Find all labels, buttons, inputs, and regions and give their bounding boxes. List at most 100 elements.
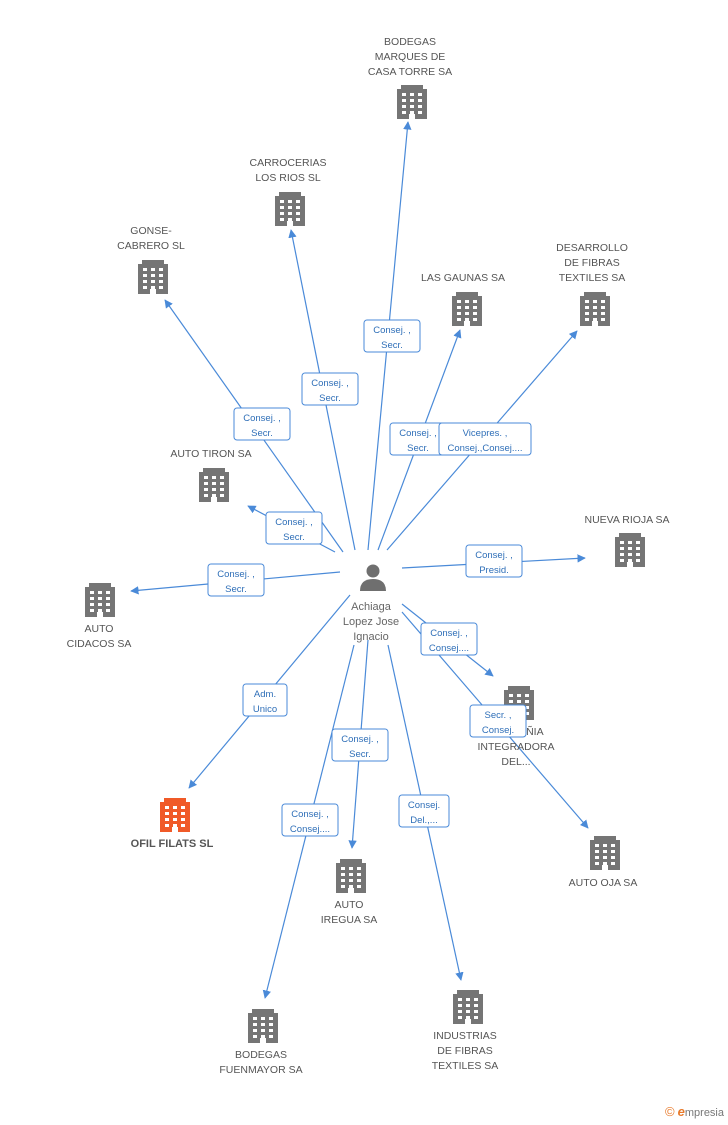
company-node-nueva-rioja[interactable]: NUEVA RIOJA SA	[585, 514, 670, 567]
company-name-line: DE FIBRAS	[437, 1045, 492, 1057]
building-icon	[580, 292, 610, 326]
role-label-bodegas-fuenmayor[interactable]: Consej. , Consej....	[281, 803, 339, 837]
role-text-line: Consej. ,	[373, 325, 411, 336]
role-text-line: Secr.	[283, 532, 305, 543]
role-text-line: Consej. ,	[311, 378, 349, 389]
company-name-line: BODEGAS	[384, 36, 436, 48]
role-text-line: Secr. ,	[485, 710, 512, 721]
company-node-ofil-filats[interactable]: OFIL FILATS SL	[131, 798, 214, 850]
role-label-ofil-filats[interactable]: Adm. Unico	[242, 683, 288, 717]
role-text-line: Consej. ,	[243, 413, 281, 424]
role-label-auto-tiron[interactable]: Consej. , Secr.	[265, 511, 323, 545]
company-node-bodegas-fuenmayor[interactable]: BODEGAS FUENMAYOR SA	[219, 1009, 303, 1076]
role-text-line: Secr.	[349, 749, 371, 760]
company-name-line: MARQUES DE	[375, 51, 446, 63]
building-icon	[453, 990, 483, 1024]
copyright-symbol: ©	[664, 1104, 675, 1119]
company-name-line: LAS GAUNAS SA	[421, 272, 505, 284]
center-person-node[interactable]: Achiaga Lopez Jose Ignacio	[343, 564, 399, 644]
role-label-auto-iregua[interactable]: Consej. , Secr.	[331, 728, 389, 762]
company-name-line: AUTO	[85, 623, 114, 635]
company-node-bodegas-marques[interactable]: BODEGAS MARQUES DE CASA TORRE SA	[368, 36, 452, 119]
brand-watermark: © empresia	[665, 1104, 724, 1119]
company-name-line: BODEGAS	[235, 1049, 287, 1061]
role-text-line: Adm.	[254, 689, 276, 700]
role-label-auto-oja[interactable]: Secr. , Consej.	[469, 704, 527, 738]
building-icon	[85, 583, 115, 617]
building-icon	[138, 260, 168, 294]
center-name-line-2: Lopez Jose	[343, 616, 399, 628]
company-name-line: GONSE-	[130, 225, 172, 237]
company-name-line: AUTO OJA SA	[569, 877, 638, 889]
company-name-line: CIDACOS SA	[67, 638, 132, 650]
role-text-line: Consej. ,	[275, 517, 313, 528]
brand-initial: e	[677, 1104, 685, 1119]
role-text-line: Consej.,Consej....	[448, 443, 523, 454]
company-name-line: DESARROLLO	[556, 242, 628, 254]
building-icon	[275, 192, 305, 226]
role-label-las-gaunas[interactable]: Consej. , Secr.	[389, 422, 447, 456]
company-name-line: DE FIBRAS	[564, 257, 619, 269]
building-icon	[590, 836, 620, 870]
company-node-gonse-cabrero[interactable]: GONSE-CABRERO SL	[117, 225, 185, 294]
building-icon	[397, 85, 427, 119]
role-text-line: Vicepres. ,	[463, 428, 508, 439]
person-icon	[360, 564, 386, 591]
role-text-line: Consej. ,	[341, 734, 379, 745]
company-name-line: NUEVA RIOJA SA	[585, 514, 670, 526]
role-label-carrocerias[interactable]: Consej. , Secr.	[301, 372, 359, 406]
company-node-desarrollo-fibras[interactable]: DESARROLLO DE FIBRAS TEXTILES SA	[556, 242, 628, 326]
company-node-auto-oja[interactable]: AUTO OJA SA	[569, 836, 638, 889]
building-icon	[615, 533, 645, 567]
role-text-line: Consej. ,	[291, 809, 329, 820]
company-node-auto-cidacos[interactable]: AUTO CIDACOS SA	[67, 583, 132, 650]
company-name-line: INDUSTRIAS	[433, 1030, 497, 1042]
role-text-line: Presid.	[479, 565, 509, 576]
role-text-line: Consej. ,	[399, 428, 437, 439]
role-label-nueva-rioja[interactable]: Consej. ,Presid.	[465, 544, 523, 578]
company-node-carrocerias[interactable]: CARROCERIAS LOS RIOS SL	[249, 157, 327, 226]
building-icon	[160, 798, 190, 832]
building-icon	[336, 859, 366, 893]
role-text-line: Del.,...	[410, 815, 437, 826]
role-text-line: Consej. ,	[430, 628, 468, 639]
company-name-line: TEXTILES SA	[559, 272, 626, 284]
role-label-compania-integradora[interactable]: Consej. , Consej....	[420, 622, 478, 656]
company-name-line: IREGUA SA	[321, 914, 378, 926]
role-label-auto-cidacos[interactable]: Consej. , Secr.	[207, 563, 265, 597]
nodes-layer: BODEGAS MARQUES DE CASA TORRE SA CARROCERIA…	[67, 36, 670, 1076]
company-node-industrias-fibras[interactable]: INDUSTRIAS DE FIBRAS TEXTILES SA	[432, 990, 499, 1072]
role-text-line: Secr.	[407, 443, 429, 454]
company-name-line: AUTO	[335, 899, 364, 911]
role-label-gonse-cabrero[interactable]: Consej. , Secr.	[233, 407, 291, 441]
company-node-las-gaunas[interactable]: LAS GAUNAS SA	[421, 272, 505, 326]
role-text-line: Secr.	[225, 584, 247, 595]
role-label-bodegas-marques[interactable]: Consej. ,Secr.	[363, 319, 421, 353]
company-name-line: DEL...	[501, 756, 530, 768]
company-name-line: INTEGRADORA	[477, 741, 554, 753]
role-text-line: Secr.	[319, 393, 341, 404]
role-text-line: Consej....	[290, 824, 330, 835]
company-node-auto-iregua[interactable]: AUTO IREGUA SA	[321, 859, 378, 926]
role-text-line: Consej. ,	[217, 569, 255, 580]
company-name-line: TEXTILES SA	[432, 1060, 499, 1072]
company-node-auto-tiron[interactable]: AUTO TIRON SA	[170, 448, 252, 502]
center-name-line-3: Ignacio	[353, 631, 388, 643]
company-name-line: OFIL FILATS SL	[131, 838, 214, 850]
role-text-line: Unico	[253, 704, 277, 715]
role-text-line: Consej.	[482, 725, 514, 736]
role-text-line: Consej....	[429, 643, 469, 654]
role-text-line: Secr.	[251, 428, 273, 439]
company-name-line: CASA TORRE SA	[368, 66, 452, 78]
company-name-line: FUENMAYOR SA	[219, 1064, 302, 1076]
center-name-line-1: Achiaga	[351, 601, 392, 613]
company-name-line: LOS RIOS SL	[255, 172, 321, 184]
company-name-line: AUTO TIRON SA	[170, 448, 251, 460]
role-text-line: Consej.	[408, 800, 440, 811]
building-icon	[452, 292, 482, 326]
building-icon	[248, 1009, 278, 1043]
role-label-industrias-fibras[interactable]: Consej. Del.,...	[398, 794, 450, 828]
company-name-line: CARROCERIAS	[249, 157, 326, 169]
role-label-desarrollo-fibras[interactable]: Vicepres. , Consej.,Consej....	[438, 422, 532, 456]
